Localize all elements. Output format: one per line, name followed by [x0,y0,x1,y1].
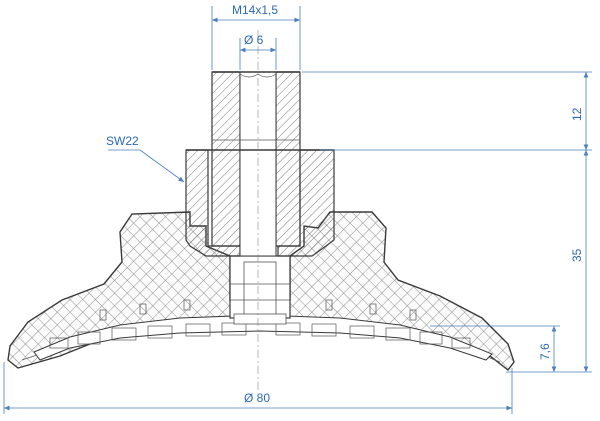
wrench-size-callout: SW22 [106,134,185,183]
height-lip-label: 7,6 [538,343,552,360]
ribbed-underside [33,299,493,361]
height-dimensions: 12 35 7,6 [302,71,592,373]
threaded-fitting [185,71,335,257]
center-stem [229,255,291,325]
bore-dimension: Ø 6 [239,33,277,70]
wrench-label: SW22 [106,134,139,148]
thread-label: M14x1,5 [232,3,278,17]
thread-dimension: M14x1,5 [211,3,301,70]
height-body-label: 35 [570,248,584,262]
bore-label: Ø 6 [244,33,264,47]
diameter-dimension: Ø 80 [3,362,513,414]
diameter-label: Ø 80 [244,391,270,405]
height-top-label: 12 [570,107,584,121]
